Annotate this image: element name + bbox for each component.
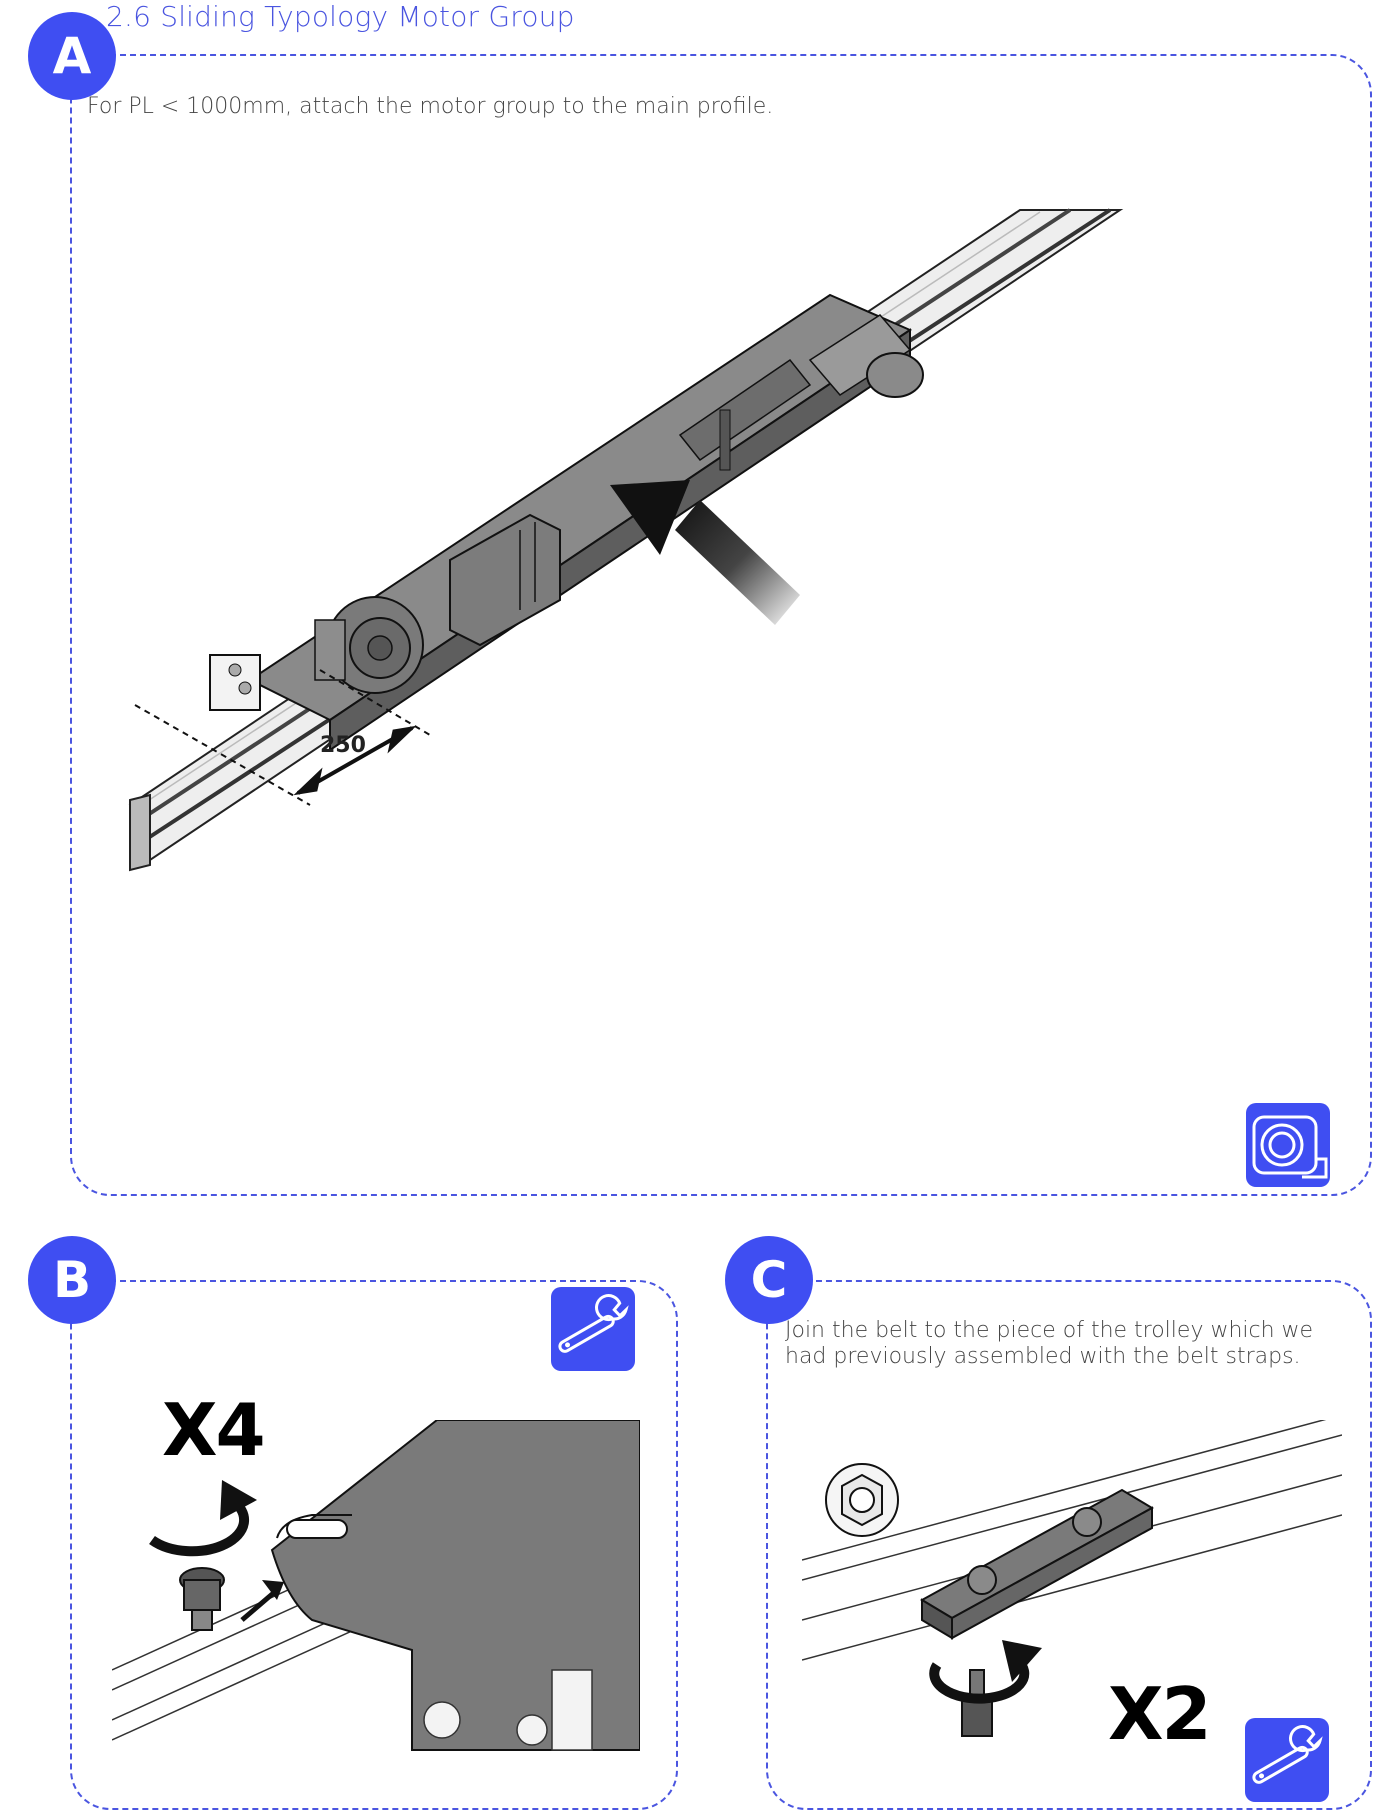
- insertion-arrow-b: [240, 1580, 284, 1622]
- rotation-arrow-c: [929, 1640, 1042, 1704]
- mounting-plate: [270, 1420, 640, 1751]
- dimension-label: 250: [320, 733, 366, 758]
- plate-bolt-illustration: [112, 1420, 640, 1751]
- bolt: [179, 1567, 225, 1631]
- wrench-icon: [551, 1287, 635, 1371]
- trolley-wheel: [825, 1463, 899, 1537]
- tape-measure-icon: [1246, 1103, 1330, 1187]
- motor: [314, 596, 424, 694]
- dimension-250: 250: [134, 669, 431, 806]
- wrench-icon: [1245, 1718, 1329, 1802]
- insertion-arrow: [610, 480, 800, 625]
- step-a-panel: [70, 54, 1372, 1196]
- step-a-instruction: For PL < 1000mm, attach the motor group …: [87, 94, 774, 119]
- step-a-badge: A: [28, 12, 116, 100]
- step-b-quantity: X4: [162, 1388, 266, 1472]
- belt-strap-illustration: [802, 1420, 1342, 1737]
- rotation-arrow-b: [149, 1480, 257, 1557]
- step-c-instruction: Join the belt to the piece of the trolle…: [785, 1318, 1314, 1369]
- end-bracket: [209, 654, 261, 711]
- step-b-panel: [70, 1280, 678, 1810]
- step-c-panel: [766, 1280, 1372, 1810]
- section-title: 2.6 Sliding Typology Motor Group: [106, 0, 575, 33]
- step-b-badge: B: [28, 1236, 116, 1324]
- belt-strap-clamp: [919, 1488, 1155, 1640]
- bolt-c: [961, 1669, 993, 1737]
- trolley-parts: [423, 1669, 593, 1751]
- motor-group-plate: [248, 293, 924, 752]
- step-c-quantity: X2: [1108, 1672, 1212, 1756]
- step-c-badge: C: [725, 1236, 813, 1324]
- motor-group-illustration: 250: [128, 208, 1124, 872]
- gearbox: [449, 513, 561, 647]
